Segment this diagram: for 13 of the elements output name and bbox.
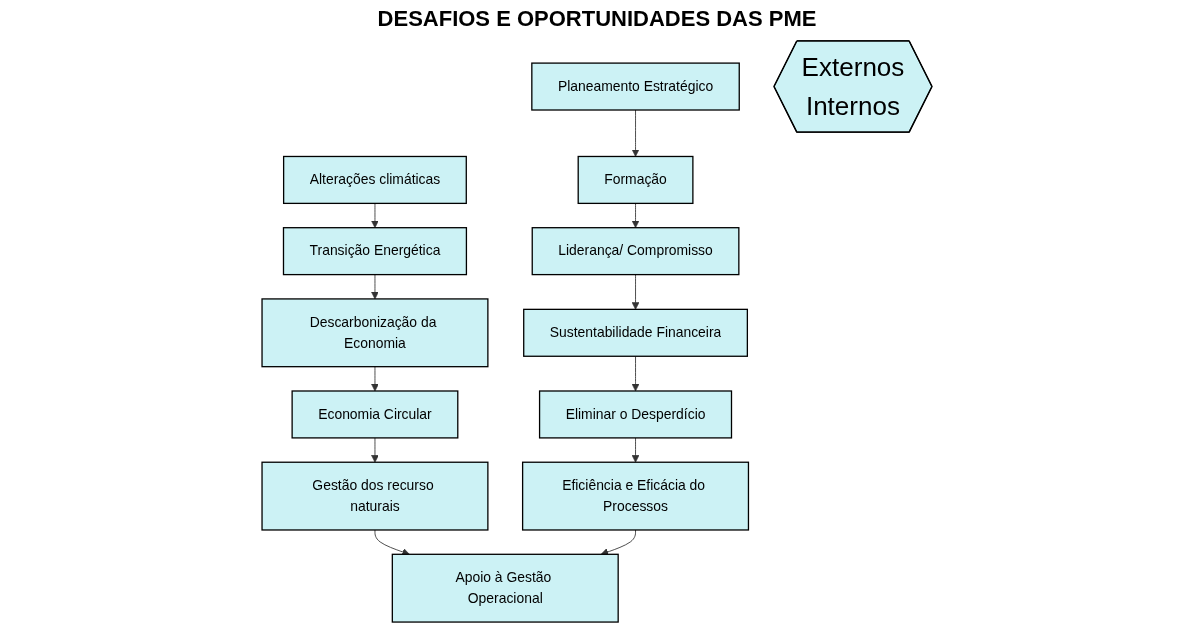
node-box: Descarbonização da Economia [261,298,489,368]
node-box: Transição Energética [282,227,468,276]
node-box: Alterações climáticas [283,155,467,205]
node-box: Planeamento Estratégico [531,62,740,111]
diagram-title: DESAFIOS E OPORTUNIDADES DAS PME [376,6,818,32]
node-box: Apoio à Gestão Operacional [391,553,619,623]
node-box: Economia Circular [291,390,459,439]
node-box: Formação [577,155,694,205]
node-box: Sustentabilidade Financeira [523,308,748,357]
node-box: Liderança/ Compromisso [531,227,740,276]
node-box: Eliminar o Desperdício [538,390,733,439]
node-box: Gestão dos recurso naturais [261,461,489,531]
node-box: Eficiência e Eficácia do Processos [521,461,750,531]
